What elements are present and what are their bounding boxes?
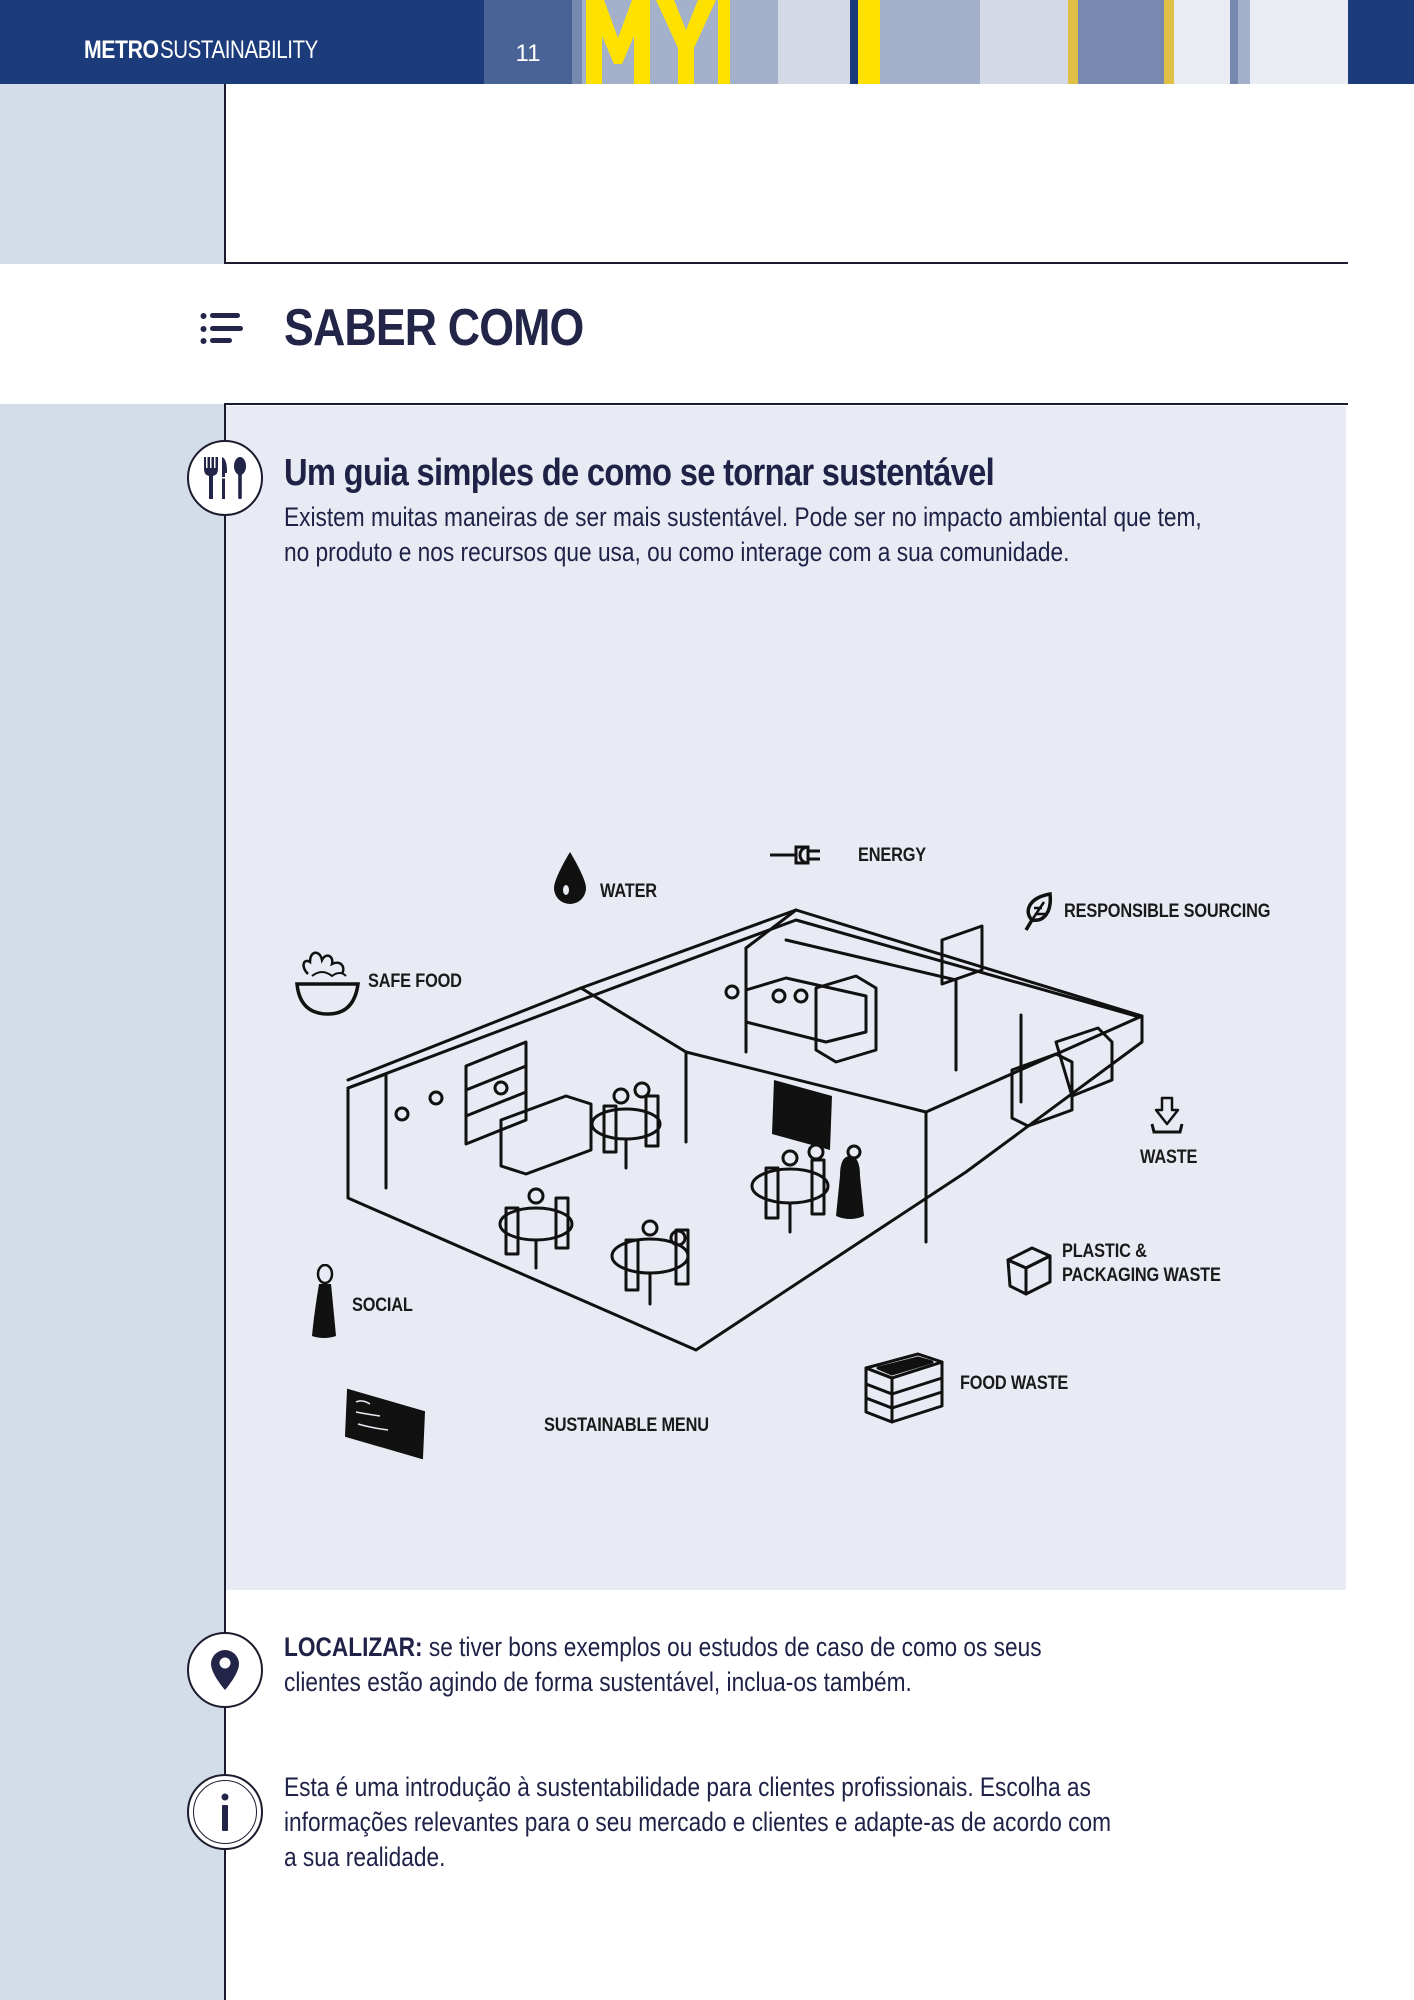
crate-icon bbox=[864, 1352, 944, 1424]
location-pin-icon bbox=[211, 1650, 239, 1690]
cutlery-icon bbox=[204, 457, 246, 499]
sidebar-block-top bbox=[0, 84, 224, 264]
guide-body: Existem muitas maneiras de ser mais sust… bbox=[284, 502, 1202, 567]
label-water: WATER bbox=[600, 881, 657, 902]
brand-bold: METRO bbox=[84, 36, 159, 64]
section-header: SABER COMO bbox=[200, 298, 632, 358]
salad-bowl-icon bbox=[295, 951, 360, 1016]
label-plastic-line1: PLASTIC & bbox=[1062, 1241, 1147, 1262]
label-safe-food: SAFE FOOD bbox=[368, 971, 462, 992]
divider-top bbox=[224, 262, 1348, 264]
guide-title: Um guia simples de como se tornar susten… bbox=[284, 452, 995, 494]
label-sustainable-menu: SUSTAINABLE MENU bbox=[544, 1415, 709, 1436]
list-icon bbox=[200, 313, 243, 344]
page-header: METRO SUSTAINABILITY 11 bbox=[0, 0, 1414, 84]
water-drop-icon bbox=[554, 852, 586, 904]
locate-label: LOCALIZAR: bbox=[284, 1632, 423, 1662]
my-letters-graphic bbox=[586, 0, 716, 84]
timeline-rule-main bbox=[224, 404, 226, 2000]
box-icon bbox=[1006, 1246, 1052, 1296]
sidebar-block-main bbox=[0, 404, 224, 2000]
floor-plan-sketch bbox=[346, 908, 1144, 1352]
step-marker-guide bbox=[187, 440, 263, 516]
locate-note: LOCALIZAR: se tiver bons exemplos ou est… bbox=[284, 1630, 1124, 1700]
label-energy: ENERGY bbox=[858, 845, 926, 866]
divider-panel-top bbox=[224, 403, 1348, 405]
page-number: 11 bbox=[484, 0, 572, 84]
brand-light: SUSTAINABILITY bbox=[159, 36, 318, 64]
person-icon bbox=[312, 1264, 336, 1338]
label-waste: WASTE bbox=[1140, 1147, 1198, 1168]
label-plastic-line2: PACKAGING WASTE bbox=[1062, 1265, 1221, 1286]
locate-text: se tiver bons exemplos ou estudos de cas… bbox=[284, 1632, 1042, 1697]
step-marker-locate bbox=[187, 1632, 263, 1708]
info-icon bbox=[221, 1793, 229, 1831]
restaurant-illustration: ENERGY WATER RESPONSIBLE SOURCING SAFE F… bbox=[226, 820, 1346, 1480]
label-responsible-sourcing: RESPONSIBLE SOURCING bbox=[1064, 901, 1271, 922]
label-social: SOCIAL bbox=[352, 1295, 413, 1316]
waste-arrow-icon bbox=[1150, 1096, 1184, 1134]
plug-icon bbox=[770, 845, 820, 865]
info-note: Esta é uma introdução à sustentabilidade… bbox=[284, 1772, 1112, 1872]
leaf-icon bbox=[1024, 892, 1053, 931]
timeline-rule-top bbox=[224, 84, 226, 264]
label-food-waste: FOOD WASTE bbox=[960, 1373, 1069, 1394]
brand-wordmark: METRO SUSTAINABILITY bbox=[84, 36, 352, 65]
page-title: SABER COMO bbox=[284, 299, 584, 357]
step-marker-info bbox=[187, 1774, 263, 1850]
chalkboard-icon bbox=[344, 1388, 426, 1460]
